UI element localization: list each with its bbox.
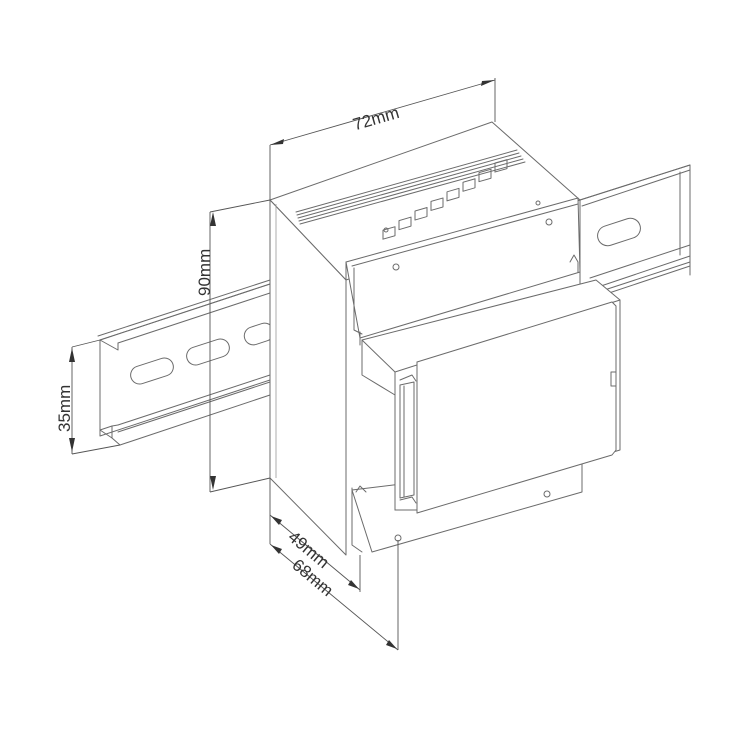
dimension-lines [69,78,496,651]
device-body [269,121,621,556]
din-rail-left [97,279,275,446]
terminal-slots [382,159,508,240]
height-dimension-label: 90mm [195,248,214,296]
vent-grooves [295,149,526,225]
rail-height-dimension-label: 35mm [55,384,74,432]
din-rail-right [579,164,691,299]
